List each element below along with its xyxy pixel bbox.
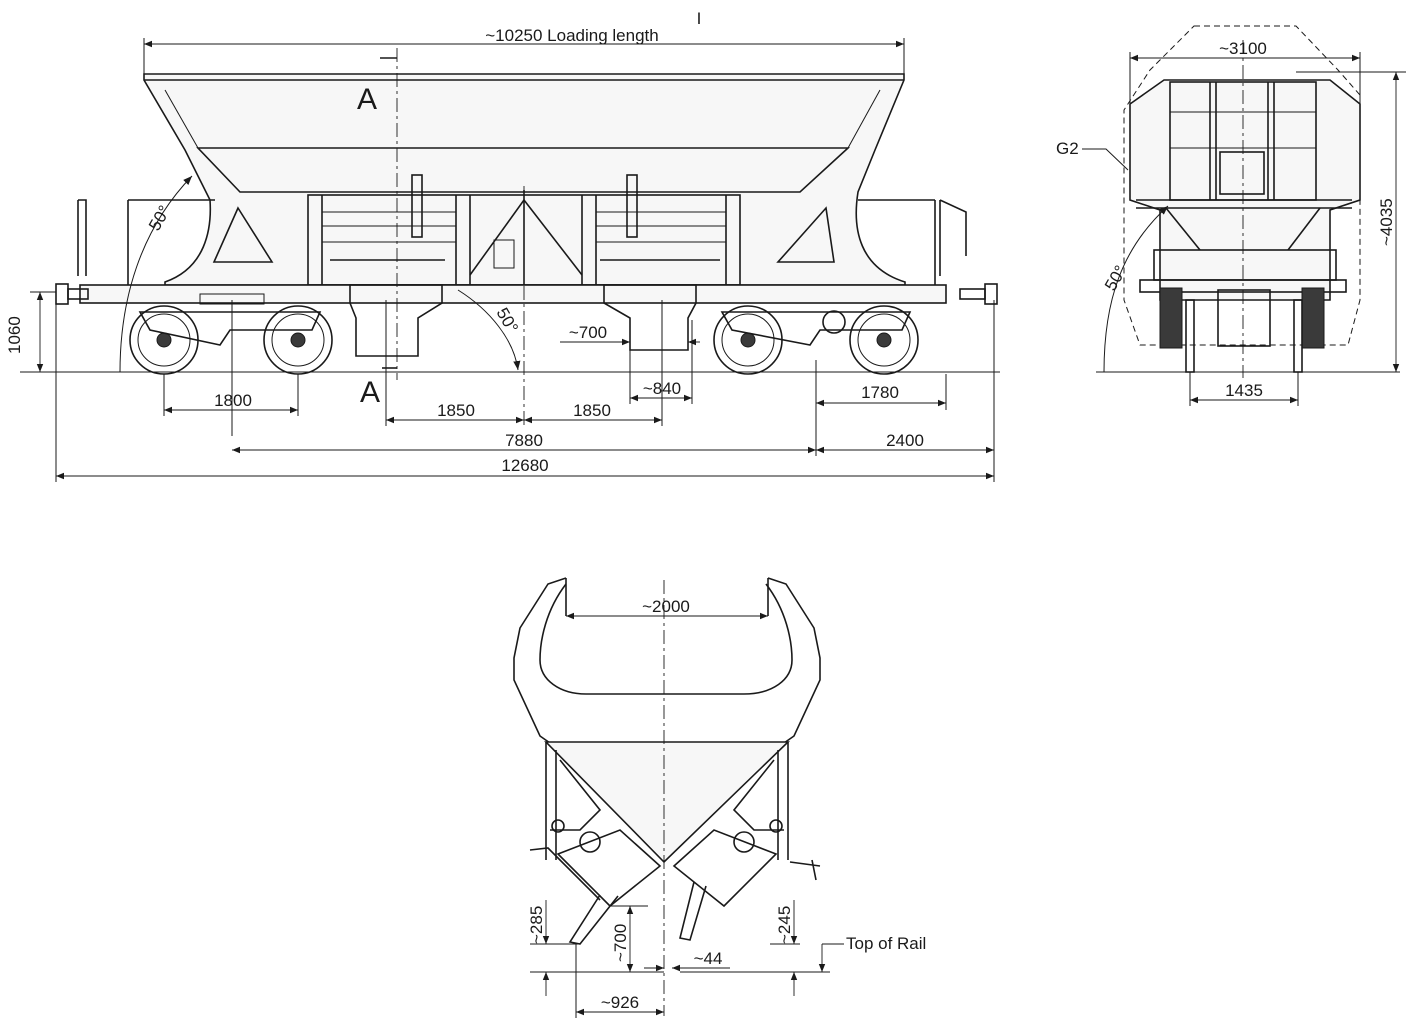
dim-1800: 1800 xyxy=(214,391,252,410)
buffer-right xyxy=(984,283,998,305)
dim-outlet-700: ~700 xyxy=(569,323,607,342)
triangle-right xyxy=(776,206,835,263)
dim-1850-left: 1850 xyxy=(437,401,475,420)
outlet-right xyxy=(603,284,697,351)
hopper-body xyxy=(143,73,906,286)
dim-1780: 1780 xyxy=(861,383,899,402)
cylinder-right xyxy=(626,174,638,238)
section-dim-44: ~44 xyxy=(694,949,723,968)
section-dimensions: ~2000 ~285 ~700 ~245 ~44 ~926 Top of Rai… xyxy=(527,597,926,1018)
side-dimensions: ~10250 Loading length A A 50° 50° 1060 1… xyxy=(5,26,995,482)
section-dim-700: ~700 xyxy=(611,924,630,962)
section-dim-926: ~926 xyxy=(601,993,639,1012)
section-label-top: A xyxy=(357,83,377,116)
triangle-left xyxy=(212,206,274,263)
dim-2400: 2400 xyxy=(886,431,924,450)
end-dim-width: ~3100 xyxy=(1219,39,1267,58)
section-dim-245: ~245 xyxy=(775,906,794,944)
end-dim-height: ~4035 xyxy=(1377,198,1396,246)
side-view xyxy=(20,48,1000,425)
end-wheel-left xyxy=(1159,287,1183,349)
dim-height-1060: 1060 xyxy=(5,316,24,354)
angle-left: 50° xyxy=(145,202,174,234)
dim-7880: 7880 xyxy=(505,431,543,450)
section-view xyxy=(513,577,821,1016)
dim-loading-length: ~10250 Loading length xyxy=(485,26,658,45)
cylinder-left xyxy=(411,174,423,238)
section-dim-285: ~285 xyxy=(527,906,546,944)
angle-center: 50° xyxy=(493,305,522,337)
dim-1850-right: 1850 xyxy=(573,401,611,420)
dim-outlet-840: ~840 xyxy=(643,379,681,398)
outlet-left xyxy=(349,284,443,357)
bogie-left xyxy=(129,293,333,375)
end-angle: 50° xyxy=(1101,262,1130,294)
section-label-bottom: A xyxy=(360,376,380,409)
end-dim-gauge: 1435 xyxy=(1225,381,1263,400)
end-wheel-right xyxy=(1301,287,1325,349)
section-dim-2000: ~2000 xyxy=(642,597,690,616)
top-of-rail-label: Top of Rail xyxy=(846,934,926,953)
underframe xyxy=(79,284,947,304)
end-view xyxy=(1096,25,1400,378)
top-mark: I xyxy=(697,9,702,28)
bogie-right xyxy=(713,305,919,375)
buffer-left xyxy=(55,283,69,305)
dim-12680: 12680 xyxy=(501,456,548,475)
gauge-label: G2 xyxy=(1056,139,1079,158)
